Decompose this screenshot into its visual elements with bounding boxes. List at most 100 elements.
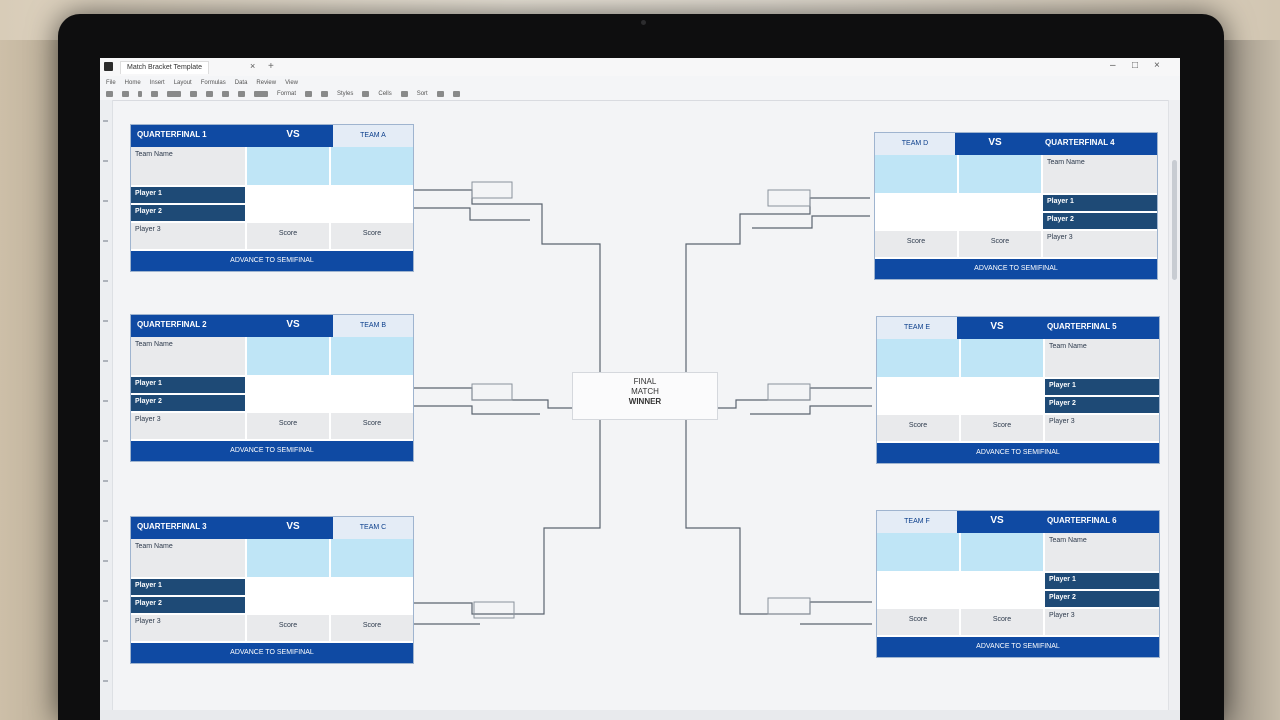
row-tick <box>103 680 108 682</box>
align-left-icon[interactable] <box>222 91 229 97</box>
player-row[interactable]: Player 1 <box>1045 379 1159 395</box>
minimize-icon[interactable]: – <box>1110 60 1116 71</box>
match-card-right-2[interactable]: TEAM E VS QUARTERFINAL 5 Team Name Playe… <box>876 316 1160 464</box>
team-entry-cell[interactable] <box>961 339 1043 377</box>
score-cell[interactable]: Score <box>331 223 413 249</box>
menu-view[interactable]: View <box>285 80 299 86</box>
menu-review[interactable]: Review <box>256 80 277 86</box>
vertical-scrollbar[interactable] <box>1168 100 1180 720</box>
player-row[interactable]: Player 1 <box>131 187 245 203</box>
team-entry-cell[interactable] <box>247 337 329 375</box>
team-entry-cell[interactable] <box>877 533 959 571</box>
team-name-cell[interactable]: Team Name <box>131 337 245 375</box>
match-card-right-3[interactable]: TEAM F VS QUARTERFINAL 6 Team Name Playe… <box>876 510 1160 658</box>
player-row[interactable]: Player 1 <box>131 377 245 393</box>
team-name-cell[interactable]: Team Name <box>131 147 245 185</box>
player-row[interactable]: Player 3 <box>1045 609 1159 635</box>
final-match-box[interactable]: FINAL MATCH WINNER <box>572 372 718 420</box>
document-tab[interactable]: Match Bracket Template <box>120 61 209 74</box>
menu-layout[interactable]: Layout <box>173 80 192 86</box>
menu-home[interactable]: Home <box>124 80 141 86</box>
player-row[interactable]: Player 3 <box>1045 415 1159 441</box>
sum-icon[interactable] <box>400 91 408 97</box>
team-entry-cell[interactable] <box>331 539 413 577</box>
team-entry-cell[interactable] <box>959 155 1041 193</box>
team-entry-cell[interactable] <box>331 147 413 185</box>
merge-icon[interactable] <box>254 91 268 97</box>
blank-cell[interactable] <box>247 187 413 221</box>
team-name-cell[interactable]: Team Name <box>1045 533 1159 571</box>
player-row[interactable]: Player 2 <box>131 395 245 411</box>
player-row[interactable]: Player 3 <box>131 223 245 249</box>
player-row[interactable]: Player 3 <box>1043 231 1157 257</box>
score-cell[interactable]: Score <box>877 415 959 441</box>
player-row[interactable]: Player 2 <box>1045 397 1159 413</box>
table-icon[interactable] <box>362 91 370 97</box>
find-icon[interactable] <box>452 91 460 97</box>
match-card-left-1[interactable]: QUARTERFINAL 1 VS TEAM A Team Name Playe… <box>130 124 414 272</box>
undo-icon[interactable] <box>106 91 113 97</box>
format-button[interactable]: Format <box>277 91 297 97</box>
team-entry-cell[interactable] <box>877 339 959 377</box>
scrollbar-thumb[interactable] <box>1172 160 1177 280</box>
score-cell[interactable]: Score <box>959 231 1041 257</box>
player-row[interactable]: Player 3 <box>131 615 245 641</box>
score-cell[interactable]: Score <box>961 609 1043 635</box>
blank-cell[interactable] <box>247 377 413 411</box>
menu-data[interactable]: Data <box>234 80 248 86</box>
align-center-icon[interactable] <box>238 91 245 97</box>
score-cell[interactable]: Score <box>247 615 329 641</box>
team-entry-cell[interactable] <box>331 337 413 375</box>
score-cell[interactable]: Score <box>247 223 329 249</box>
percent-icon[interactable] <box>305 91 313 97</box>
blank-cell[interactable] <box>875 195 1041 229</box>
border-icon[interactable] <box>206 91 213 97</box>
card-header: TEAM F VS QUARTERFINAL 6 <box>877 511 1159 533</box>
player-row[interactable]: Player 1 <box>131 579 245 595</box>
match-card-left-3[interactable]: QUARTERFINAL 3 VS TEAM C Team Name Playe… <box>130 516 414 664</box>
filter-icon[interactable] <box>436 91 444 97</box>
bold-icon[interactable] <box>138 91 142 97</box>
menu-file[interactable]: File <box>106 80 116 86</box>
menu-formulas[interactable]: Formulas <box>200 80 226 86</box>
team-name-cell[interactable]: Team Name <box>1043 155 1157 193</box>
player-row[interactable]: Player 1 <box>1045 573 1159 589</box>
new-tab-icon[interactable]: + <box>268 61 274 72</box>
score-cell[interactable]: Score <box>961 415 1043 441</box>
styles-button[interactable]: Styles <box>337 91 354 97</box>
match-card-left-2[interactable]: QUARTERFINAL 2 VS TEAM B Team Name Playe… <box>130 314 414 462</box>
fill-color-icon[interactable] <box>190 91 197 97</box>
player-row[interactable]: Player 1 <box>1043 195 1157 211</box>
blank-cell[interactable] <box>877 573 1043 607</box>
player-row[interactable]: Player 3 <box>131 413 245 439</box>
score-cell[interactable]: Score <box>875 231 957 257</box>
team-name-cell[interactable]: Team Name <box>131 539 245 577</box>
blank-cell[interactable] <box>247 579 413 613</box>
player-row[interactable]: Player 2 <box>1043 213 1157 229</box>
comma-icon[interactable] <box>321 91 329 97</box>
italic-icon[interactable] <box>151 91 158 97</box>
team-entry-cell[interactable] <box>247 147 329 185</box>
match-card-right-1[interactable]: TEAM D VS QUARTERFINAL 4 Team Name Playe… <box>874 132 1158 280</box>
blank-cell[interactable] <box>877 379 1043 413</box>
score-cell[interactable]: Score <box>247 413 329 439</box>
maximize-icon[interactable]: □ <box>1132 60 1139 71</box>
cells-button[interactable]: Cells <box>378 91 392 97</box>
score-cell[interactable]: Score <box>877 609 959 635</box>
team-name-cell[interactable]: Team Name <box>1045 339 1159 377</box>
redo-icon[interactable] <box>122 91 129 97</box>
player-row[interactable]: Player 2 <box>131 597 245 613</box>
score-cell[interactable]: Score <box>331 413 413 439</box>
sort-button[interactable]: Sort <box>416 91 428 97</box>
team-entry-cell[interactable] <box>247 539 329 577</box>
team-entry-cell[interactable] <box>961 533 1043 571</box>
menu-insert[interactable]: Insert <box>149 80 165 86</box>
close-icon[interactable]: × <box>1154 60 1160 71</box>
score-cell[interactable]: Score <box>331 615 413 641</box>
font-size-icon[interactable] <box>167 91 181 97</box>
player-row[interactable]: Player 2 <box>131 205 245 221</box>
team-entry-cell[interactable] <box>875 155 957 193</box>
tab-close-icon[interactable]: × <box>250 61 256 71</box>
card-title: QUARTERFINAL 3 <box>137 522 207 531</box>
player-row[interactable]: Player 2 <box>1045 591 1159 607</box>
